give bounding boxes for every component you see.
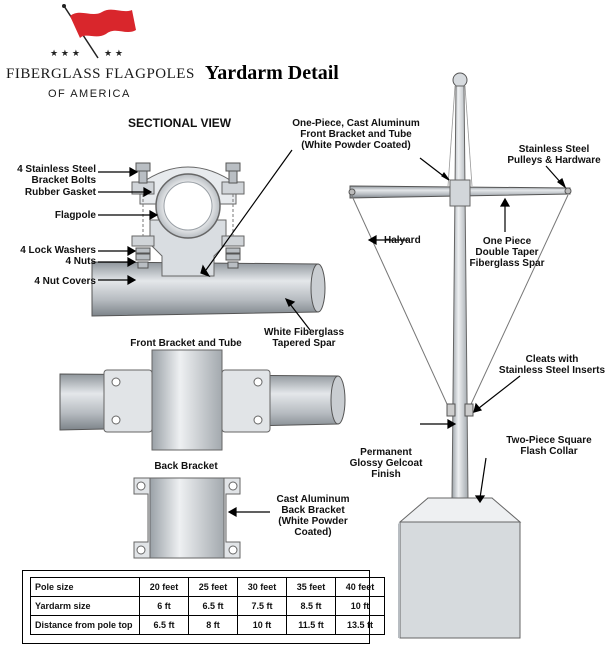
cleat-right: [464, 403, 474, 417]
table-cell: 8.5 ft: [286, 596, 336, 616]
label-lock-washers: 4 Lock Washers: [20, 245, 96, 256]
page-title: Yardarm Detail: [205, 62, 339, 84]
label-flagpole: Flagpole: [54, 210, 96, 221]
table-cell: 8 ft: [188, 615, 238, 635]
table-cell: 6.5 ft: [139, 615, 189, 635]
label-nuts: 4 Nuts: [65, 256, 96, 267]
back-bracket: [133, 477, 241, 559]
logo-sub-text: OF AMERICA: [48, 88, 131, 100]
table-cell: Yardarm size: [30, 596, 140, 616]
table-cell: 25 feet: [188, 577, 238, 597]
logo-stars: ★ ★ ★: [50, 49, 80, 59]
label-rubber-gasket: Rubber Gasket: [24, 187, 96, 198]
table-cell: 6.5 ft: [188, 596, 238, 616]
cleat-left: [446, 403, 456, 417]
label-halyard: Halyard: [384, 235, 421, 246]
svg-text:★ ★: ★ ★: [104, 49, 123, 59]
table-row: Yardarm size 6 ft 6.5 ft 7.5 ft 8.5 ft 1…: [30, 596, 385, 616]
table-cell: Distance from pole top: [30, 615, 140, 635]
spec-table: Pole size 20 feet 25 feet 30 feet 35 fee…: [30, 577, 385, 635]
halyard-right: [465, 194, 569, 416]
table-cell: 35 feet: [286, 577, 336, 597]
table-cell: 30 feet: [237, 577, 287, 597]
flagpole-assembly: [348, 72, 572, 639]
logo-brand-text: FIBERGLASS FLAGPOLES: [6, 66, 195, 82]
sectional-bracket: [149, 219, 227, 277]
table-cell: 10 ft: [335, 596, 385, 616]
table-row: Distance from pole top 6.5 ft 8 ft 10 ft…: [30, 615, 385, 635]
back-bracket-heading: Back Bracket: [154, 461, 218, 472]
pole-finial: [452, 72, 468, 88]
table-cell: 6 ft: [139, 596, 189, 616]
halyard-left: [351, 195, 453, 416]
table-cell: 7.5 ft: [237, 596, 287, 616]
pole-shaft: [451, 85, 469, 501]
logo-flag: [70, 9, 136, 39]
front-bracket-heading: Front Bracket and Tube: [130, 338, 242, 349]
yardarm-bracket: [449, 179, 471, 207]
label-nut-covers: 4 Nut Covers: [34, 276, 96, 287]
table-cell: 11.5 ft: [286, 615, 336, 635]
table-cell: 13.5 ft: [335, 615, 385, 635]
table-cell: 20 feet: [139, 577, 189, 597]
table-cell: Pole size: [30, 577, 140, 597]
front-bracket-tube: [151, 349, 223, 451]
logo-graphic: ★ ★ ★ ★ ★: [50, 4, 136, 59]
sectional-view-heading: SECTIONAL VIEW: [128, 116, 232, 130]
table-row: Pole size 20 feet 25 feet 30 feet 35 fee…: [30, 577, 385, 597]
base-block: [399, 521, 521, 639]
table-cell: 10 ft: [237, 615, 287, 635]
table-cell: 40 feet: [335, 577, 385, 597]
